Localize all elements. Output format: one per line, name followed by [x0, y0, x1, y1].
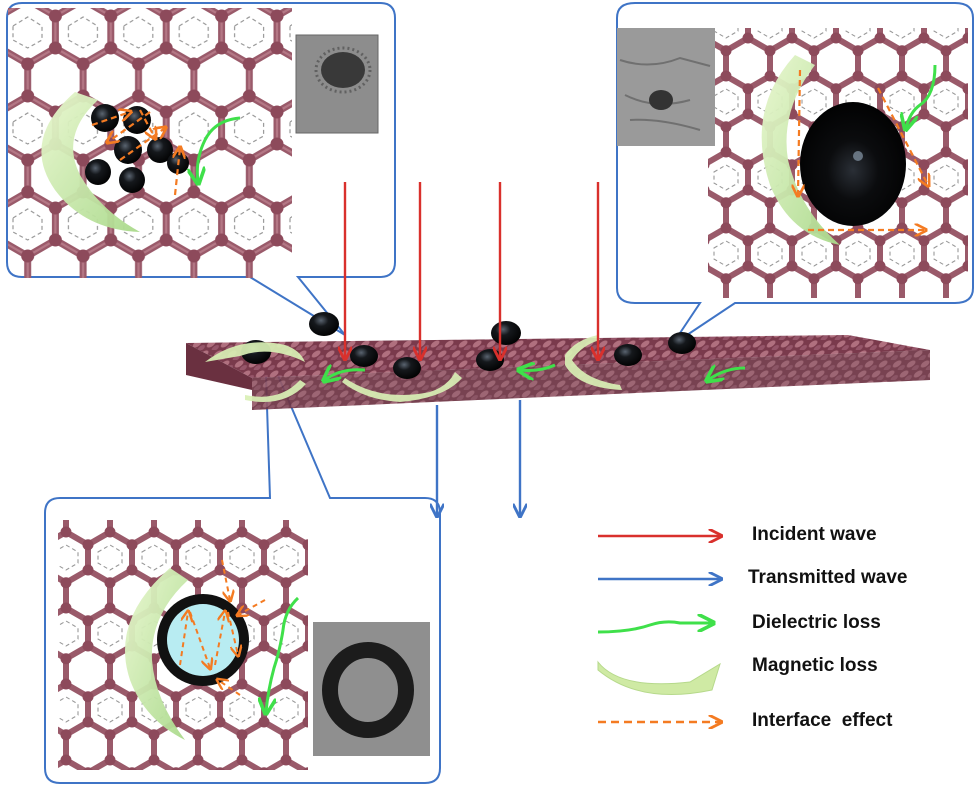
interface-arrows-top-right [798, 69, 928, 230]
interface-arrows-top-left [91, 110, 180, 196]
legend-magnetic-loss-label: Magnetic loss [752, 655, 878, 676]
slab-front-face [186, 343, 252, 390]
transmitted-wave-arrows [437, 400, 520, 515]
legend-symbols [597, 536, 721, 722]
callout-outlines [6, 2, 974, 784]
tem-particle-top-right [649, 90, 673, 110]
nanoparticle [85, 159, 111, 185]
callout-top-left [8, 8, 379, 278]
dielectric-loss-arrow-top-right [906, 64, 937, 128]
callout-bottom-outline [44, 344, 441, 784]
interface-arrows-bottom [179, 559, 266, 696]
nanoparticle [350, 345, 378, 367]
tem-particle-cluster-top-left [321, 52, 365, 88]
legend-dielectric-loss-label: Dielectric loss [752, 612, 881, 633]
callout-top-right-outline [616, 2, 974, 346]
nanoparticle [491, 321, 521, 345]
magnetic-loss-band-top-right [761, 55, 840, 245]
nanoparticle [119, 167, 145, 193]
incident-wave-arrows [345, 182, 598, 358]
dielectric-loss-arrow-bottom [266, 596, 300, 712]
magnetic-loss-band-bottom [125, 568, 188, 740]
dielectric-loss-arrow-top-left [197, 116, 241, 182]
nanoparticle [114, 136, 142, 164]
tem-image-top-left-frame [295, 34, 379, 134]
particle-highlight [853, 151, 863, 161]
legend-magnetic-loss-symbol [597, 660, 721, 695]
legend-dielectric-loss-symbol [597, 622, 712, 634]
callout-top-right [617, 28, 968, 298]
nanoparticle [147, 137, 173, 163]
nanoparticle [393, 357, 421, 379]
callout-bottom [58, 520, 430, 770]
legend-transmitted-wave-label: Transmitted wave [748, 567, 908, 588]
slab-top-face [186, 335, 930, 378]
nanoparticle [91, 104, 119, 132]
slab-dielectric-arrows [325, 365, 746, 380]
slab-magnetic-bands [205, 335, 622, 402]
legend-incident-wave-label: Incident wave [752, 524, 877, 545]
magnetic-loss-band-top-left [41, 92, 141, 232]
nanoparticle [668, 332, 696, 354]
legend-interface-effect-label: Interface effect [752, 710, 893, 731]
nanoparticle [614, 344, 642, 366]
nanoparticle [309, 312, 339, 336]
graphene-slab [186, 335, 930, 410]
callout-top-left-outline [6, 2, 396, 336]
tem-particle-cluster-halo [314, 46, 372, 94]
large-nanoparticle-top-right [800, 102, 906, 226]
tem-image-top-right [617, 28, 715, 146]
tem-hollow-particle-bottom [322, 642, 414, 738]
